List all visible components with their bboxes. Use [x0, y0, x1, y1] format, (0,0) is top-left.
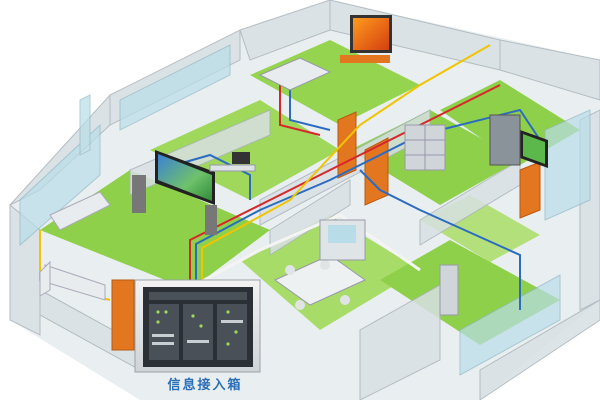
glass-top-left — [119, 44, 231, 131]
speaker-right — [205, 205, 217, 235]
tv-screen-icon — [155, 150, 215, 205]
cable-yellow — [201, 44, 491, 294]
cable-red — [189, 84, 501, 290]
server-rack — [489, 114, 521, 166]
desk-top — [340, 55, 390, 63]
sofa-icon — [39, 191, 111, 301]
computer-desk-icon — [209, 152, 256, 172]
speaker-left — [132, 175, 146, 213]
glass-bottom — [459, 274, 561, 376]
door-right — [519, 161, 541, 219]
wall-bottom-room — [359, 284, 441, 400]
access-box-caption: 信息接入箱 — [167, 378, 243, 393]
cable-red-2 — [279, 70, 321, 136]
wall-front-right — [479, 299, 600, 400]
door-entrance — [111, 279, 135, 351]
wall-right — [499, 39, 600, 101]
cable-blue — [195, 108, 541, 292]
furniture — [39, 15, 548, 316]
glass-walls — [19, 44, 591, 376]
floor-hall — [150, 100, 340, 200]
dining-table-icon — [274, 254, 366, 310]
cable-white — [194, 213, 421, 287]
monitor-icon — [520, 130, 548, 168]
painting-icon — [350, 15, 392, 53]
bed-icon — [258, 57, 332, 91]
bookshelf-icon — [404, 124, 446, 171]
door-center — [364, 137, 389, 206]
cable-blue-3 — [359, 169, 521, 310]
network-cabinet-icon — [134, 279, 261, 373]
bottom-cabinet — [439, 264, 459, 316]
glass-back — [79, 94, 91, 156]
glass-right — [544, 109, 591, 221]
door-study — [337, 111, 357, 179]
kitchen-window — [328, 225, 356, 243]
